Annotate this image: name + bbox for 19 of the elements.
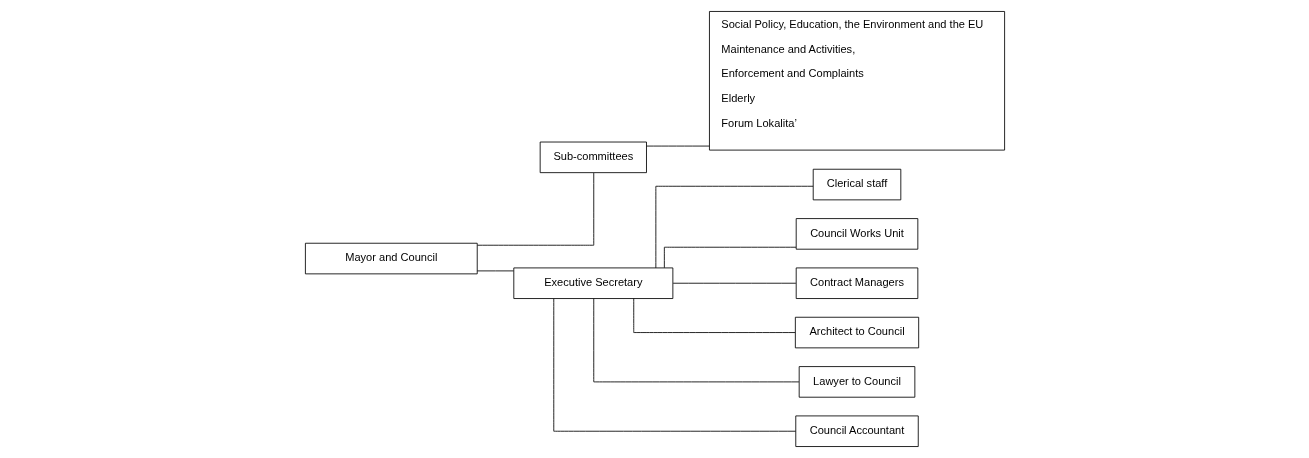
connector — [672, 282, 796, 284]
node-box: Lawyer to Council — [798, 366, 915, 398]
connector — [552, 298, 796, 432]
node-box: Executive Secretary — [512, 267, 673, 299]
connector — [645, 145, 710, 147]
node-box: Clerical staff — [812, 168, 901, 201]
node-box: Sub-committees — [539, 141, 647, 174]
connector — [476, 270, 514, 272]
connector — [592, 298, 799, 383]
connector — [663, 246, 796, 269]
node-box: Architect to Council — [794, 316, 919, 349]
node-box: Contract Managers — [795, 267, 918, 299]
node-box: Social Policy, Education, the Environment and the EU Maintenance and Activities, Enforcement and Complaints Elderly Forum Lokalita’ — [708, 11, 1005, 151]
node-box: Council Accountant — [794, 415, 919, 447]
connector — [654, 185, 814, 269]
node-box: Mayor and Council — [304, 242, 478, 275]
connector — [632, 298, 796, 333]
connector — [476, 172, 594, 246]
node-box: Council Works Unit — [795, 218, 918, 250]
